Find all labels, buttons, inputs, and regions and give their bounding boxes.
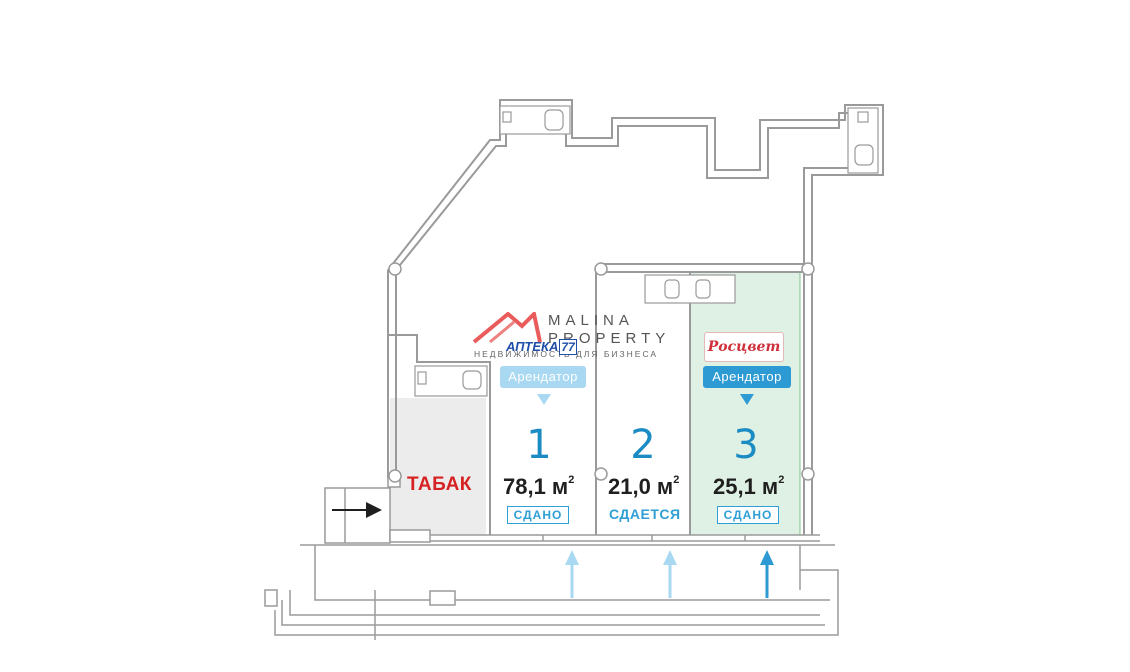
unit-3-status: СДАНО <box>717 506 779 524</box>
watermark-name-line2: PROPERTY <box>548 330 671 347</box>
room-3-fill <box>689 271 801 536</box>
unit-1-status: СДАНО <box>507 506 569 524</box>
unit-1-tenant-label: Арендатор <box>500 366 586 388</box>
tenant-pointer-icon <box>537 394 551 405</box>
watermark-name-line1: MALINA <box>548 312 634 329</box>
unit-3-tenant-label: Арендатор <box>703 366 791 388</box>
unit-1-number: 1 <box>526 422 552 468</box>
unit-3-number: 3 <box>733 422 759 468</box>
tenant-pointer-icon <box>740 394 754 405</box>
unit-2-status: СДАЕТСЯ <box>609 506 681 522</box>
unit-1-area: 78,1 м2 <box>503 473 575 499</box>
watermark-logo-icon <box>472 312 542 344</box>
entrance-arrow-icon <box>565 550 579 598</box>
toilet-icon <box>414 105 879 397</box>
tobacco-label: ТАБАК <box>407 474 472 495</box>
entrance-arrow-icon <box>760 550 774 598</box>
entrance-arrow-icon <box>663 550 677 598</box>
facade <box>264 534 839 640</box>
unit-3-area: 25,1 м2 <box>713 473 785 499</box>
unit-2-area: 21,0 м2 <box>608 473 680 499</box>
column-icon <box>388 262 815 483</box>
room-tobacco-fill <box>390 398 486 535</box>
unit-2-number: 2 <box>630 422 656 468</box>
tenant-logo-roscvet: Росцвет <box>704 332 784 362</box>
